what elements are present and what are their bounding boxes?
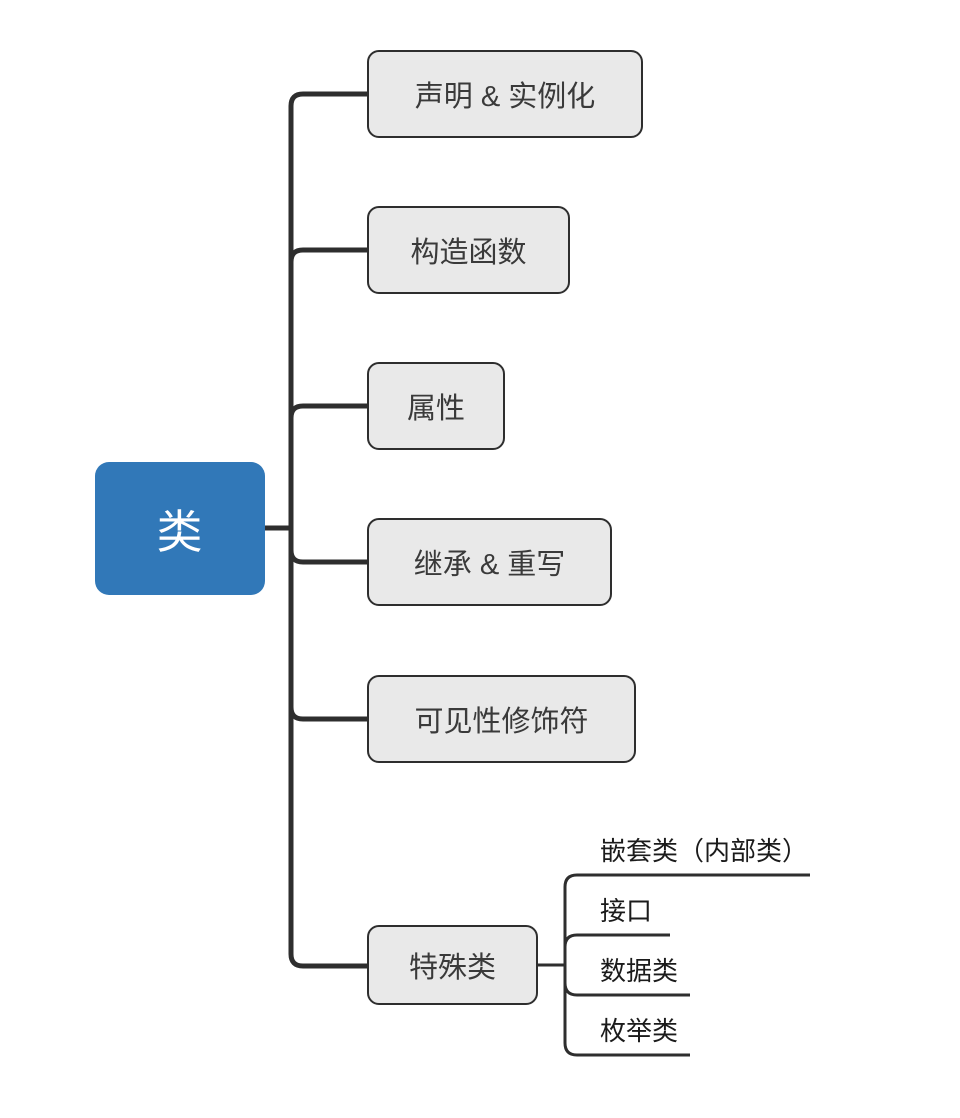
node-declaration-instantiation[interactable]: 声明 & 实例化 xyxy=(367,50,643,138)
edge-to-special-classes xyxy=(288,953,367,969)
node-label: 声明 & 实例化 xyxy=(414,81,596,113)
edge-to-properties xyxy=(288,403,367,419)
edge-to-inheritance-override xyxy=(288,549,367,565)
edge-to-enum-class xyxy=(563,1042,690,1057)
root-node-label: 类 xyxy=(156,505,204,558)
leaf-label-text: 数据类 xyxy=(600,956,679,986)
leaf-enum-class[interactable]: 枚举类 xyxy=(600,1018,678,1044)
leaf-interface[interactable]: 接口 xyxy=(600,898,652,924)
leaf-data-class[interactable]: 数据类 xyxy=(600,958,678,984)
leaf-label-text: 接口 xyxy=(600,896,653,926)
node-visibility-modifiers[interactable]: 可见性修饰符 xyxy=(367,675,636,763)
node-label: 继承 & 重写 xyxy=(413,549,566,581)
node-label: 特殊类 xyxy=(408,952,496,984)
root-node-class[interactable]: 类 xyxy=(95,462,265,595)
edge-to-constructor xyxy=(288,247,367,263)
node-label: 可见性修饰符 xyxy=(414,706,589,738)
edge-to-data-class xyxy=(563,982,690,997)
node-inheritance-override[interactable]: 继承 & 重写 xyxy=(367,518,612,606)
node-label: 属性 xyxy=(406,393,465,425)
node-constructor[interactable]: 构造函数 xyxy=(367,206,570,294)
edge-to-declaration-instantiation xyxy=(288,91,367,107)
node-label: 构造函数 xyxy=(410,237,527,269)
edge-to-interface xyxy=(563,933,670,948)
node-properties[interactable]: 属性 xyxy=(367,362,505,450)
edge-to-nested-class xyxy=(563,873,810,888)
leaf-label-text: 枚举类 xyxy=(600,1016,679,1046)
node-special-classes[interactable]: 特殊类 xyxy=(367,925,538,1005)
leaf-nested-class[interactable]: 嵌套类（内部类） xyxy=(600,838,808,864)
leaf-label-text: 嵌套类（内部类） xyxy=(600,836,809,866)
edge-to-visibility-modifiers xyxy=(288,706,367,722)
